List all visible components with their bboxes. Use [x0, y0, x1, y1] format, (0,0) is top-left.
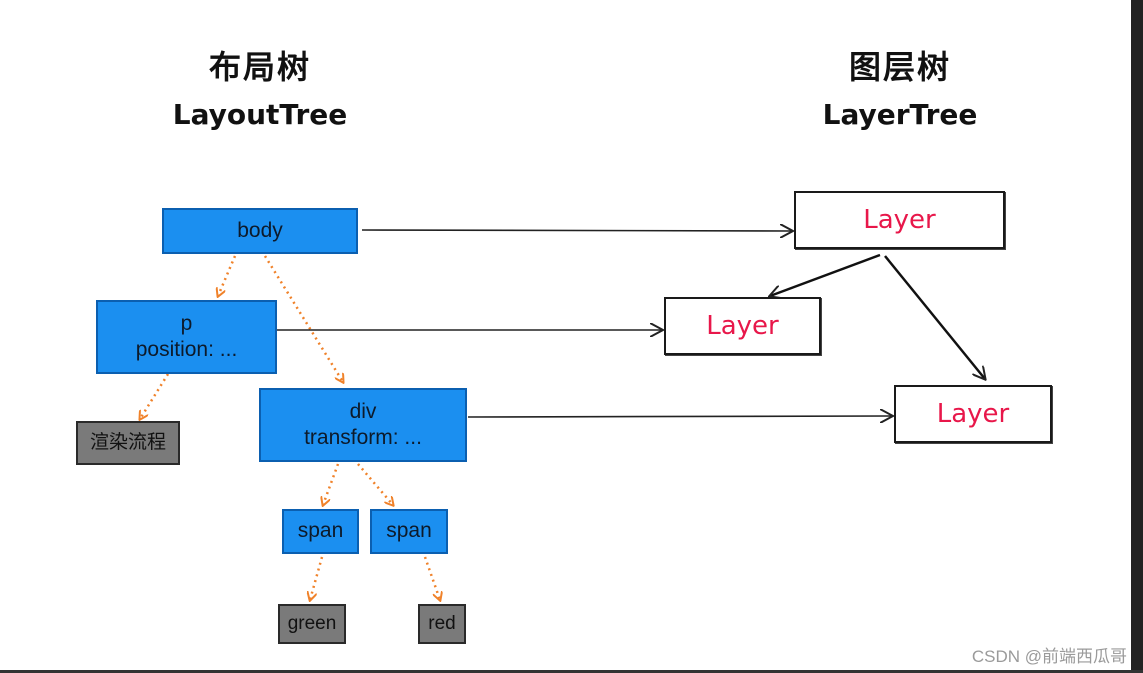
- layer-p: Layer: [664, 297, 821, 355]
- layout-tree-title-en: LayoutTree: [172, 98, 348, 131]
- node-span-2: span: [370, 509, 448, 554]
- node-div-label: div: [349, 399, 377, 423]
- edge-layer-root-p: [770, 253, 881, 296]
- layout-tree-title-cn: 布局树: [208, 48, 311, 86]
- node-span-1-label: span: [297, 519, 344, 543]
- layout-tree-heading: 布局树 LayoutTree: [160, 42, 360, 131]
- layer-tree-title-en: LayerTree: [822, 98, 978, 131]
- node-green: green: [278, 604, 346, 644]
- layer-tree-title-cn: 图层树: [848, 48, 951, 86]
- node-body-label: body: [237, 218, 283, 242]
- node-render-process: 渲染流程: [76, 421, 180, 465]
- node-p-label: p: [180, 311, 193, 335]
- node-red: red: [418, 604, 466, 644]
- node-div: div transform: ...: [259, 388, 467, 462]
- edge-body-layer: [361, 230, 792, 231]
- node-span-1: span: [282, 509, 359, 554]
- layer-root-label: Layer: [863, 204, 936, 235]
- edge-div-span1: [323, 463, 340, 505]
- edge-span2-red: [423, 556, 440, 600]
- window-frame-bottom: [0, 670, 1143, 673]
- node-span-2-label: span: [386, 519, 432, 543]
- node-div-style: transform: ...: [304, 426, 422, 449]
- node-render-process-label: 渲染流程: [89, 432, 166, 454]
- edge-div-layer: [467, 416, 892, 417]
- watermark: CSDN @前端西瓜哥: [971, 647, 1127, 666]
- node-green-label: green: [287, 613, 337, 635]
- edge-layer-root-div: [884, 255, 985, 379]
- edge-span1-green: [310, 556, 324, 600]
- edge-body-p: [218, 255, 237, 296]
- layer-p-label: Layer: [706, 310, 779, 341]
- layer-div-label: Layer: [936, 398, 1010, 429]
- node-body: body: [162, 208, 358, 254]
- window-frame-right: [1131, 0, 1143, 673]
- node-p-style: position: ...: [135, 338, 238, 361]
- layer-tree-heading: 图层树 LayerTree: [800, 42, 1000, 131]
- layer-root: Layer: [794, 191, 1005, 249]
- node-red-label: red: [428, 613, 456, 635]
- edge-p-render: [140, 373, 170, 419]
- node-p: p position: ...: [96, 300, 277, 374]
- edge-div-span2: [357, 463, 393, 505]
- layer-div: Layer: [894, 385, 1052, 443]
